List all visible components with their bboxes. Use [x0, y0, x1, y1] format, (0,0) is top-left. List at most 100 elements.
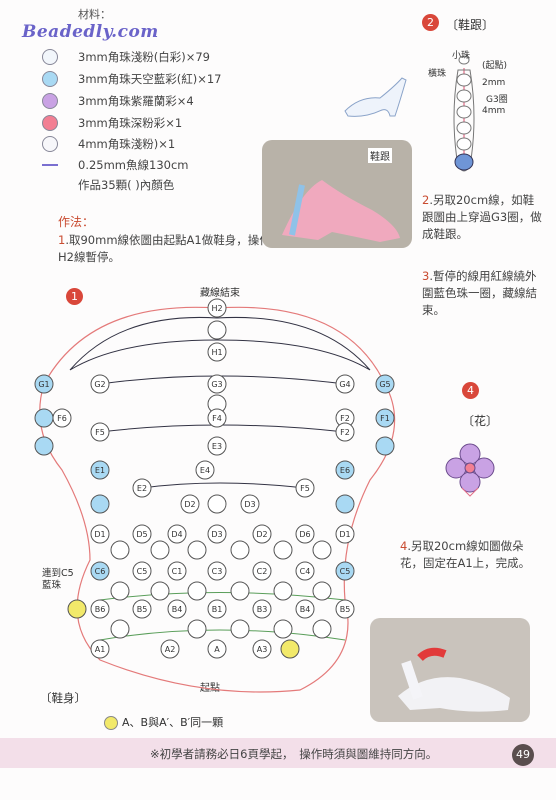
bead: [207, 599, 227, 619]
bead-label: D3: [244, 500, 255, 509]
bead: [230, 581, 250, 601]
bead: [252, 639, 272, 659]
bead-label: B4: [172, 605, 183, 614]
bead-label: F1: [380, 414, 390, 423]
bead-label: G1: [38, 380, 49, 389]
bead: [187, 619, 207, 639]
bead: [90, 494, 110, 514]
bead-label: F4: [212, 414, 222, 423]
bead: [207, 494, 227, 514]
bead: [335, 599, 355, 619]
diagram-top-label: 藏線結束: [200, 288, 240, 299]
bead-label: C6: [95, 567, 106, 576]
bead: [167, 561, 187, 581]
step-4: 4.另取20cm線如圖做朵花，固定在A1上，完成。: [400, 539, 531, 570]
bead: [132, 561, 152, 581]
heel-label-small-bead: 小珠: [452, 51, 471, 61]
bead-label: C5: [340, 567, 351, 576]
diagram-legend: A、B與A′、B′同一顆: [122, 716, 224, 729]
bead-label: B1: [212, 605, 223, 614]
bead: [273, 540, 293, 560]
bead: [90, 422, 110, 442]
heel-label-2mm: 2mm: [482, 78, 506, 88]
bead: [207, 436, 227, 456]
bead: [167, 599, 187, 619]
footer-text: ※初學者請務必日6頁學起， 操作時須與圖維持同方向。: [150, 747, 438, 761]
heel-photo-caption: 鞋跟: [368, 148, 392, 163]
bead-label: D2: [184, 500, 195, 509]
step-1: 1.取90mm線依圖由起點A1做鞋身，操作到H2線暫停。: [58, 233, 283, 264]
bead: [230, 540, 250, 560]
bead: [207, 298, 227, 318]
bead: [252, 599, 272, 619]
bead: [90, 599, 110, 619]
bead-label: D2: [256, 530, 267, 539]
bead-label: H1: [211, 348, 222, 357]
bead: [280, 639, 300, 659]
bead: [110, 581, 130, 601]
thread-inner-dark: [99, 375, 346, 489]
bead-label: G5: [379, 380, 390, 389]
bead: [180, 494, 200, 514]
bead-label: C4: [300, 567, 311, 576]
bead: [335, 494, 355, 514]
bead-label: D1: [339, 530, 350, 539]
bead-label: A2: [165, 645, 176, 654]
bead-label: H2: [211, 304, 222, 313]
method-title: 作法：: [58, 215, 95, 229]
bead: [207, 524, 227, 544]
bead: [273, 581, 293, 601]
bead: [150, 581, 170, 601]
bead: [273, 619, 293, 639]
bead-label: B5: [340, 605, 351, 614]
bead-label: B4: [300, 605, 311, 614]
bead: [34, 408, 54, 428]
bead: [207, 408, 227, 428]
bead: [150, 540, 170, 560]
bead: [335, 561, 355, 581]
bead-icon: [42, 71, 58, 87]
bead-label: A3: [257, 645, 268, 654]
page-number: 49: [512, 744, 534, 766]
wire-icon: [42, 164, 58, 166]
bead: [295, 599, 315, 619]
bead: [110, 619, 130, 639]
bead: [295, 478, 315, 498]
heel-title: 〔鞋跟〕: [446, 18, 495, 32]
bead-icon: [42, 93, 58, 109]
bead: [110, 540, 130, 560]
bead: [335, 524, 355, 544]
bead: [90, 561, 110, 581]
bead-label: E4: [200, 466, 210, 475]
bead-icon: [42, 49, 58, 65]
bead-label: G4: [339, 380, 350, 389]
step-2: 2.另取20cm線，如鞋跟圖由上穿過G3圈，做成鞋跟。: [422, 193, 542, 241]
section-number: 4: [462, 382, 479, 399]
legend-bead-icon: [104, 716, 118, 730]
bead-label: A: [214, 645, 220, 654]
bead-label: E6: [340, 466, 350, 475]
bead: [195, 460, 215, 480]
section-number: 1: [66, 288, 83, 305]
bead: [90, 374, 110, 394]
bead: [207, 561, 227, 581]
bead-label: C2: [257, 567, 268, 576]
bead-label: F2: [340, 428, 350, 437]
heel-label-g3: G3圈: [486, 95, 508, 105]
bead-label: G2: [94, 380, 105, 389]
bead: [90, 524, 110, 544]
bead: [160, 639, 180, 659]
bead: [34, 374, 54, 394]
bead-icon: [42, 136, 58, 152]
bead-label: C5: [137, 567, 148, 576]
heel-diagram: [453, 55, 475, 172]
bead: [252, 524, 272, 544]
bead: [207, 374, 227, 394]
bead: [132, 478, 152, 498]
bead-label: F2: [340, 414, 350, 423]
bead-label: E3: [212, 442, 222, 451]
bead: [312, 540, 332, 560]
bead: [90, 639, 110, 659]
bead-label: F5: [95, 428, 105, 437]
